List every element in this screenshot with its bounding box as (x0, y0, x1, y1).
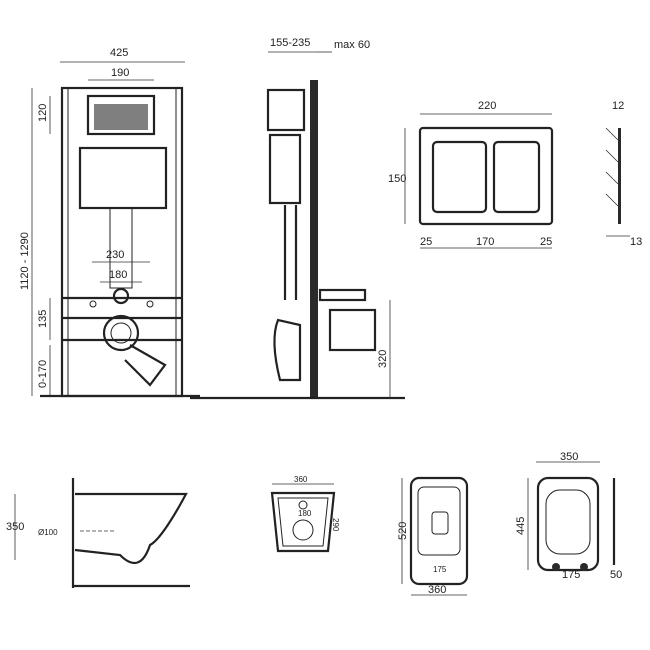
svg-text:12: 12 (612, 100, 624, 112)
svg-text:180: 180 (298, 509, 312, 518)
svg-text:445: 445 (515, 517, 527, 535)
bowl-side-view: 350 Ø100 (6, 478, 190, 588)
svg-text:350: 350 (560, 451, 578, 463)
svg-text:25: 25 (420, 236, 432, 248)
frame-side-view: 155-235 max 60 320 (190, 37, 405, 400)
svg-text:120: 120 (37, 104, 49, 122)
svg-text:max 60: max 60 (334, 39, 370, 51)
svg-text:190: 190 (111, 67, 129, 79)
svg-text:50: 50 (610, 569, 622, 581)
svg-text:360: 360 (428, 584, 446, 596)
svg-text:1120 - 1290: 1120 - 1290 (19, 232, 31, 290)
cistern (78, 146, 168, 210)
seat-top-view: 350 445 175 50 (515, 451, 622, 581)
actuator-plate (86, 94, 156, 136)
svg-text:13: 13 (630, 236, 642, 248)
svg-text:350: 350 (6, 521, 24, 533)
bowl-back-view: 360 290 180 (270, 475, 340, 553)
svg-text:230: 230 (106, 249, 124, 261)
bowl-top-view: 520 360 175 (397, 476, 469, 596)
svg-text:170: 170 (476, 236, 494, 248)
svg-text:290: 290 (331, 518, 340, 532)
svg-text:Ø100: Ø100 (38, 528, 58, 537)
svg-text:320: 320 (377, 350, 389, 368)
svg-text:360: 360 (294, 475, 308, 484)
svg-text:0-170: 0-170 (37, 360, 49, 388)
svg-text:135: 135 (37, 310, 49, 328)
svg-text:425: 425 (110, 47, 128, 59)
svg-text:25: 25 (540, 236, 552, 248)
flush-button-left (431, 140, 488, 214)
svg-text:520: 520 (397, 522, 409, 540)
frame-front-view: 425 190 120 1120 - 1290 230 180 135 0-17… (19, 47, 200, 398)
flush-plate-view: 220 150 25 170 25 12 13 (388, 100, 642, 249)
svg-text:150: 150 (388, 173, 406, 185)
svg-text:220: 220 (478, 100, 496, 112)
svg-text:175: 175 (562, 569, 580, 581)
flush-button-right (492, 140, 541, 214)
svg-text:175: 175 (433, 565, 447, 574)
svg-text:155-235: 155-235 (270, 37, 310, 49)
svg-text:180: 180 (109, 269, 127, 281)
